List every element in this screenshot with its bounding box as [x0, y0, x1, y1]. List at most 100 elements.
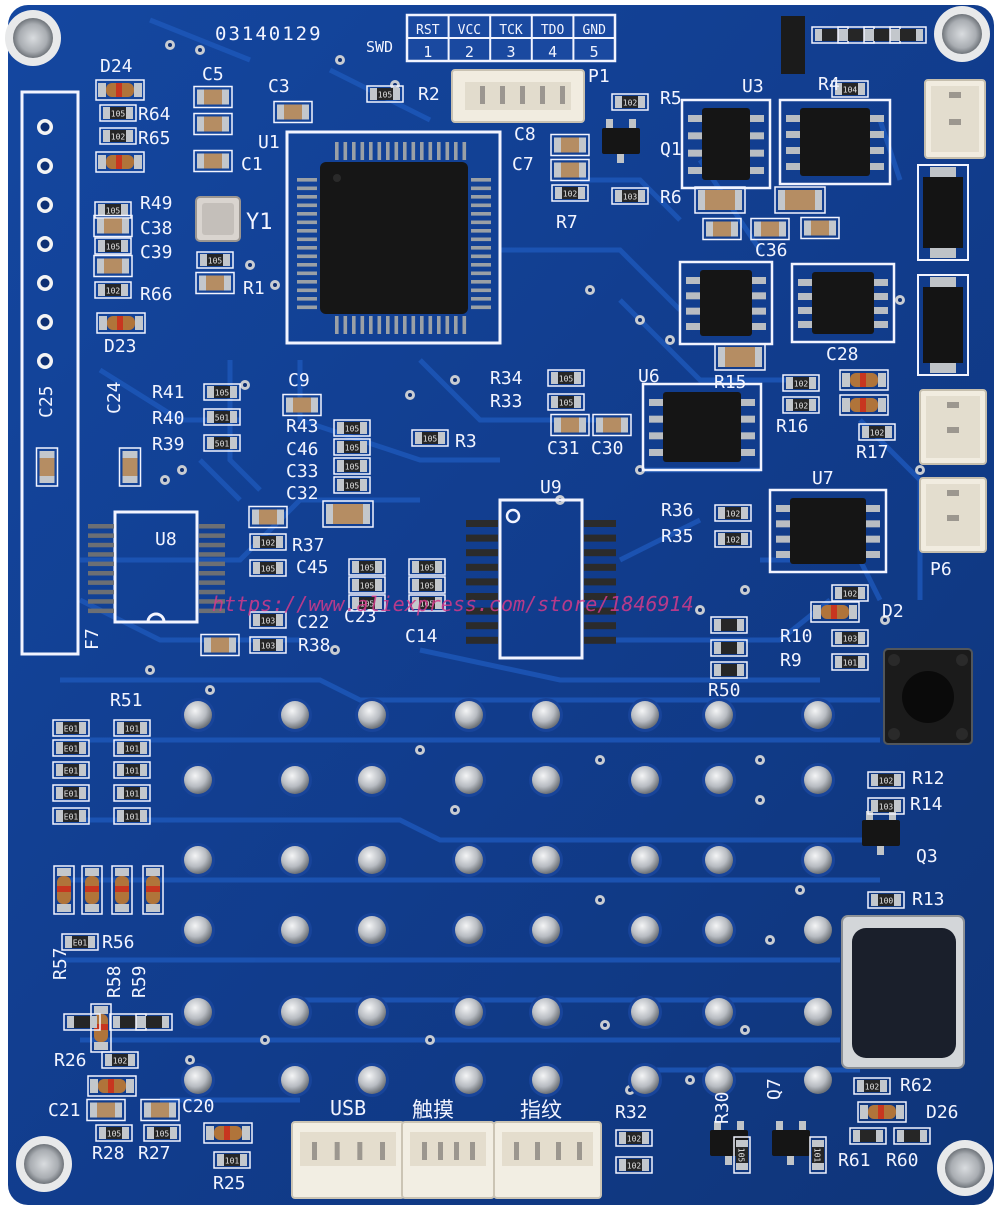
solder-pad — [631, 766, 659, 794]
swd-pin-tck: TCK — [499, 23, 523, 38]
so8-chip — [768, 488, 888, 574]
resistor-code: 101 — [125, 767, 140, 776]
resistor-code: 105 — [423, 435, 438, 444]
smd-resistor: 102 — [782, 374, 820, 392]
smd-resistor: 105 — [95, 1124, 133, 1142]
smd-resistor — [849, 1127, 887, 1145]
designator-r40: R40 — [152, 408, 185, 429]
solder-pad — [705, 766, 733, 794]
smd-resistor: 103 — [249, 636, 287, 654]
resistor-code: 105 — [420, 600, 435, 609]
designator-q3: Q3 — [916, 846, 938, 867]
designator-r17: R17 — [856, 442, 889, 463]
designator-u9: U9 — [540, 477, 562, 498]
smd-resistor: 101 — [113, 784, 151, 802]
smd-resistor — [135, 1013, 173, 1031]
solder-pad — [705, 1066, 733, 1094]
designator-r65: R65 — [138, 128, 171, 149]
smd-resistor: 102 — [611, 93, 649, 111]
designator-r36: R36 — [661, 500, 694, 521]
designator-r43: R43 — [286, 416, 319, 437]
bottom-connectors — [291, 1121, 602, 1199]
smd-resistor — [889, 26, 927, 44]
designator-r66: R66 — [140, 284, 173, 305]
so8-chip — [678, 260, 774, 346]
smd-resistor: E01 — [52, 761, 90, 779]
solder-pad — [804, 998, 832, 1026]
designator-u1: U1 — [258, 132, 280, 153]
designator-p6: P6 — [930, 559, 952, 580]
designator-c45: C45 — [296, 557, 329, 578]
designator-d26: D26 — [926, 1102, 959, 1123]
mcu-chip-u1 — [285, 130, 502, 345]
solder-pad — [804, 1066, 832, 1094]
designator-u8: U8 — [155, 529, 177, 550]
resistor-code: 102 — [627, 1135, 642, 1144]
designator-r26: R26 — [54, 1050, 87, 1071]
solder-pad — [705, 916, 733, 944]
designator-r16: R16 — [776, 416, 809, 437]
smd-capacitor — [248, 505, 288, 529]
solder-pad — [184, 1066, 212, 1094]
resistor-code: 105 — [111, 110, 126, 119]
designator-c8: C8 — [514, 124, 536, 145]
right-side-connectors — [917, 79, 987, 553]
smd-resistor: 103 — [611, 187, 649, 205]
swd-pin-vcc: VCC — [458, 23, 481, 38]
designator-r37: R37 — [292, 535, 325, 556]
smd-resistor — [710, 661, 748, 679]
smd-resistor: 105 — [143, 1124, 181, 1142]
smd-resistor: 105 — [547, 393, 585, 411]
resistor-code: 105 — [559, 375, 574, 384]
smd-resistor: 101 — [113, 719, 151, 737]
solder-pad — [631, 1066, 659, 1094]
smd-capacitor — [35, 447, 59, 487]
resistor-code: 101 — [843, 659, 858, 668]
resistor-code: 102 — [879, 777, 894, 786]
smd-resistor: 102 — [94, 281, 132, 299]
smd-capacitor — [93, 254, 133, 278]
resistor-code: 501 — [215, 440, 230, 449]
designator-r15: R15 — [714, 372, 747, 393]
smd-capacitor — [694, 186, 746, 214]
resistor-code: 105 — [360, 582, 375, 591]
tactile-switch — [883, 648, 973, 745]
designator-c32: C32 — [286, 483, 319, 504]
resistor-code: 105 — [420, 582, 435, 591]
designator-d23: D23 — [104, 336, 137, 357]
smd-resistor: 105 — [733, 1136, 751, 1174]
resistor-code: 105 — [420, 564, 435, 573]
smd-capacitor — [550, 413, 590, 437]
resistor-code: 105 — [345, 482, 360, 491]
smd-diode — [857, 1101, 907, 1123]
smd-resistor: 103 — [867, 797, 905, 815]
designator-r33: R33 — [490, 391, 523, 412]
smd-capacitor — [118, 447, 142, 487]
swd-label: SWD — [366, 38, 393, 56]
designator-r38: R38 — [298, 635, 331, 656]
smd-resistor: 105 — [348, 576, 386, 594]
resistor-code: 105 — [261, 565, 276, 574]
solder-pad — [281, 846, 309, 874]
solder-pad — [184, 701, 212, 729]
solder-pad — [358, 916, 386, 944]
designator-c20: C20 — [182, 1096, 215, 1117]
smd-capacitor — [140, 1098, 180, 1122]
resistor-code: 100 — [879, 897, 894, 906]
designator-r2: R2 — [418, 84, 440, 105]
resistor-code: 101 — [125, 725, 140, 734]
resistor-code: 102 — [865, 1083, 880, 1092]
resistor-code: 103 — [843, 635, 858, 644]
solder-pad — [705, 998, 733, 1026]
resistor-code: 105 — [155, 1130, 170, 1139]
smd-diode — [142, 865, 164, 915]
mounting-hole-bottom-right — [937, 1140, 993, 1196]
solder-pad — [455, 701, 483, 729]
resistor-code: 103 — [623, 193, 638, 202]
resistor-code: 105 — [378, 91, 393, 100]
resistor-code: 105 — [345, 444, 360, 453]
smd-diode — [81, 865, 103, 915]
so8-chip — [680, 98, 772, 190]
crystal-y1 — [195, 196, 241, 242]
designator-c28: C28 — [826, 344, 859, 365]
